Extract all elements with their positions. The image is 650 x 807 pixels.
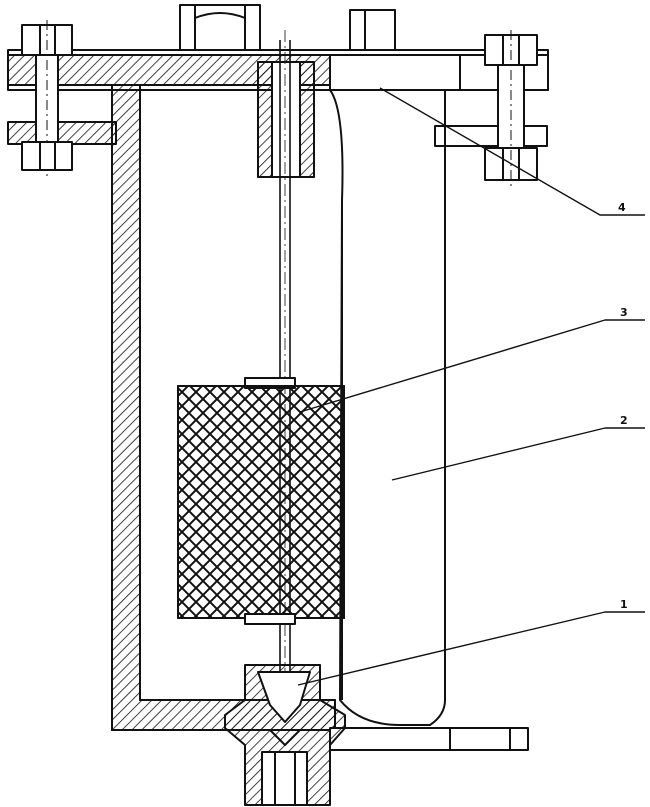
top-fitting-right [349, 9, 396, 53]
bolt-right [484, 30, 538, 190]
leader-2 [391, 427, 645, 481]
leader-lines [297, 87, 645, 686]
bottom-plate [329, 727, 529, 751]
valve-body [224, 664, 346, 806]
clamp-ring-left [7, 121, 117, 145]
leader-1 [297, 611, 645, 686]
callout-label-3: 3 [620, 306, 628, 319]
outlet-tube [329, 89, 446, 726]
guide-sleeve [257, 61, 315, 178]
callout-label-2: 2 [620, 414, 628, 427]
float-mesh [177, 377, 345, 625]
top-fitting-left [179, 4, 261, 51]
callout-label-1: 1 [620, 598, 628, 611]
leader-3 [299, 319, 645, 413]
callout-label-4: 4 [618, 201, 626, 214]
leader-4 [379, 87, 645, 216]
bolt-left [21, 20, 73, 180]
